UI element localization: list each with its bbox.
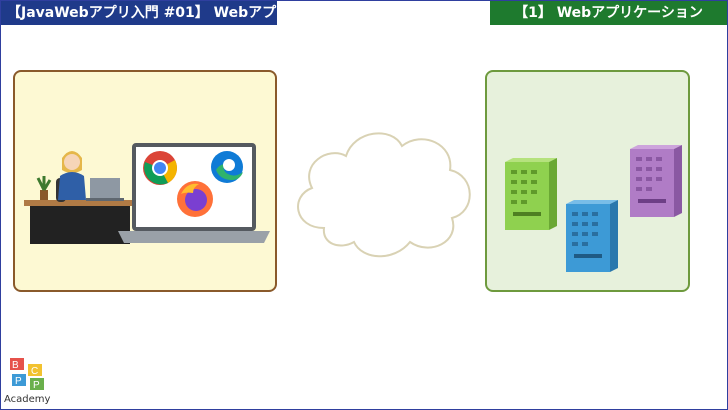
server-green-illustration <box>505 158 557 230</box>
logo-letter-b: B <box>12 360 19 371</box>
logo-letter-c: C <box>31 366 38 377</box>
logo-letter-p1: P <box>15 376 22 387</box>
logo-letter-p2: P <box>33 380 40 391</box>
slide-title: 【JavaWebアプリ入門 #01】 Webアプリ <box>1 1 290 25</box>
server-purple-illustration <box>630 145 682 217</box>
chrome-icon <box>143 151 177 185</box>
user-at-desk-illustration <box>24 151 136 244</box>
edge-icon <box>211 151 243 183</box>
academy-logo: B C P P <box>10 358 44 391</box>
server-blue-illustration <box>566 200 618 272</box>
section-title: 【1】 Webアプリケーション <box>490 1 727 25</box>
logo-academy-text: Academy <box>4 394 51 405</box>
cloud-illustration <box>297 132 471 258</box>
firefox-icon <box>177 181 213 217</box>
